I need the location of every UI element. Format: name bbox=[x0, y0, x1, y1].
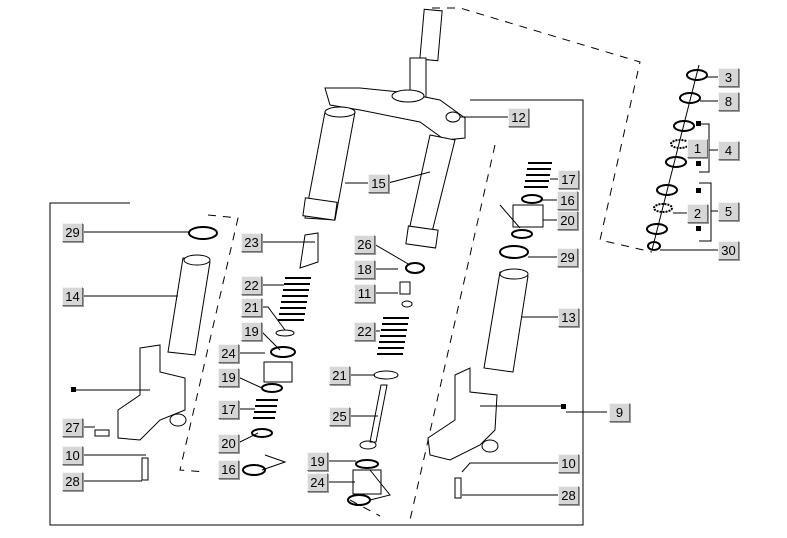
callout-19-b[interactable]: 19 bbox=[218, 368, 239, 387]
callout-4[interactable]: 4 bbox=[718, 141, 739, 160]
callout-10-left[interactable]: 10 bbox=[62, 446, 83, 465]
dashed-axis-mid bbox=[349, 499, 381, 517]
callout-19-a[interactable]: 19 bbox=[241, 322, 262, 341]
callout-8[interactable]: 8 bbox=[718, 92, 739, 111]
callout-19-c[interactable]: 19 bbox=[307, 452, 328, 471]
callout-20-left[interactable]: 20 bbox=[218, 434, 239, 453]
callout-10-right[interactable]: 10 bbox=[558, 454, 579, 473]
fork-tube-right bbox=[407, 134, 456, 241]
dashed-axis-left bbox=[179, 214, 239, 473]
callout-29-left[interactable]: 29 bbox=[62, 223, 83, 242]
callout-16[interactable]: 16 bbox=[557, 191, 578, 210]
callout-11[interactable]: 11 bbox=[354, 284, 375, 303]
callout-21-left[interactable]: 21 bbox=[241, 298, 262, 317]
callout-17[interactable]: 17 bbox=[558, 170, 579, 189]
callout-14[interactable]: 14 bbox=[62, 287, 83, 306]
callout-20[interactable]: 20 bbox=[557, 211, 578, 230]
callout-22-left[interactable]: 22 bbox=[241, 276, 262, 295]
spring-17-right bbox=[524, 162, 552, 188]
spring-22-mid bbox=[377, 317, 409, 355]
dashed-axis-right bbox=[409, 144, 496, 521]
cone-23 bbox=[299, 232, 319, 269]
callout-30[interactable]: 30 bbox=[718, 241, 739, 260]
dashed-axis-top bbox=[432, 7, 653, 253]
callout-1[interactable]: 1 bbox=[687, 139, 708, 158]
seal-29-left bbox=[188, 226, 218, 240]
axle-bracket-right bbox=[427, 367, 498, 461]
steering-stem bbox=[409, 8, 443, 99]
callout-28-right[interactable]: 28 bbox=[558, 486, 579, 505]
spring-17-left bbox=[253, 399, 278, 419]
bearing-stack bbox=[646, 69, 708, 251]
callout-22-mid[interactable]: 22 bbox=[354, 322, 375, 341]
callout-2[interactable]: 2 bbox=[687, 204, 708, 223]
spring-22-left bbox=[278, 277, 311, 321]
callout-13[interactable]: 13 bbox=[558, 308, 579, 327]
callout-9[interactable]: 9 bbox=[609, 403, 630, 422]
leader-lines bbox=[76, 76, 718, 501]
slider-left bbox=[167, 257, 211, 356]
slider-right bbox=[483, 271, 529, 373]
callout-23[interactable]: 23 bbox=[241, 233, 262, 252]
callout-15[interactable]: 15 bbox=[368, 174, 389, 193]
damper-rod-25 bbox=[369, 384, 388, 443]
assembly-frame bbox=[49, 99, 584, 526]
axle-bracket-left bbox=[117, 344, 186, 441]
callout-18[interactable]: 18 bbox=[354, 260, 375, 279]
callout-26[interactable]: 26 bbox=[354, 235, 375, 254]
callout-12[interactable]: 12 bbox=[508, 108, 529, 127]
callout-16-left[interactable]: 16 bbox=[218, 460, 239, 479]
callout-25[interactable]: 25 bbox=[329, 407, 350, 426]
seal-29-right bbox=[499, 245, 529, 259]
callout-24-a[interactable]: 24 bbox=[218, 344, 239, 363]
callout-3[interactable]: 3 bbox=[718, 68, 739, 87]
callout-28-left[interactable]: 28 bbox=[62, 472, 83, 491]
callout-17-left[interactable]: 17 bbox=[218, 400, 239, 419]
callout-5[interactable]: 5 bbox=[718, 202, 739, 221]
callout-21-mid[interactable]: 21 bbox=[329, 366, 350, 385]
callout-27[interactable]: 27 bbox=[62, 418, 83, 437]
callout-29-right[interactable]: 29 bbox=[557, 248, 578, 267]
callout-24-b[interactable]: 24 bbox=[307, 473, 328, 492]
